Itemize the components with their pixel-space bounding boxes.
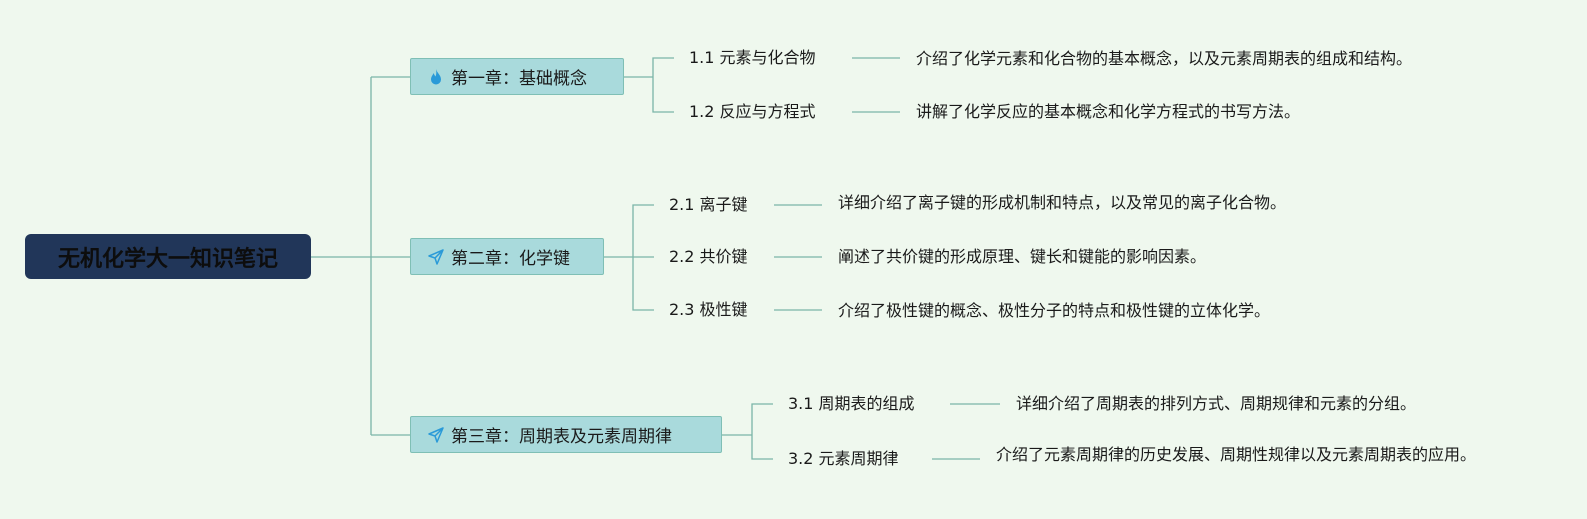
section-label: 1.1 元素与化合物: [689, 48, 816, 67]
root-node[interactable]: 无机化学大一知识笔记: [25, 234, 311, 279]
chapter-2-title: 第二章：化学键: [451, 249, 570, 269]
chapter-1-node[interactable]: 第一章：基础概念: [410, 58, 624, 95]
section-3-2-desc: 介绍了元素周期律的历史发展、周期性规律以及元素周期表的应用。: [996, 445, 1477, 464]
chapter-1-title: 第一章：基础概念: [451, 69, 587, 89]
section-2-2[interactable]: 2.2 共价键: [669, 247, 748, 267]
section-label: 3.1 周期表的组成: [788, 394, 915, 413]
fire-icon: [427, 68, 445, 86]
section-1-2-desc: 讲解了化学反应的基本概念和化学方程式的书写方法。: [916, 102, 1301, 121]
section-1-1-desc: 介绍了化学元素和化合物的基本概念，以及元素周期表的组成和结构。: [916, 49, 1413, 68]
section-1-2[interactable]: 1.2 反应与方程式: [689, 102, 816, 122]
section-1-1[interactable]: 1.1 元素与化合物: [689, 48, 816, 68]
paper-plane-icon: [427, 426, 445, 444]
section-2-1[interactable]: 2.1 离子键: [669, 195, 748, 215]
section-label: 2.3 极性键: [669, 300, 748, 319]
chapter-3-title: 第三章：周期表及元素周期律: [451, 427, 672, 447]
section-label: 2.1 离子键: [669, 195, 748, 214]
section-2-1-desc: 详细介绍了离子键的形成机制和特点，以及常见的离子化合物。: [838, 193, 1287, 212]
paper-plane-icon: [427, 248, 445, 266]
section-label: 3.2 元素周期律: [788, 449, 899, 468]
section-3-2[interactable]: 3.2 元素周期律: [788, 449, 899, 469]
section-2-2-desc: 阐述了共价键的形成原理、键长和键能的影响因素。: [838, 247, 1207, 266]
section-3-1-desc: 详细介绍了周期表的排列方式、周期规律和元素的分组。: [1016, 394, 1417, 413]
section-3-1[interactable]: 3.1 周期表的组成: [788, 394, 915, 414]
section-label: 2.2 共价键: [669, 247, 748, 266]
section-label: 1.2 反应与方程式: [689, 102, 816, 121]
root-title: 无机化学大一知识笔记: [57, 246, 278, 272]
chapter-3-node[interactable]: 第三章：周期表及元素周期律: [410, 416, 722, 453]
section-2-3[interactable]: 2.3 极性键: [669, 300, 748, 320]
section-2-3-desc: 介绍了极性键的概念、极性分子的特点和极性键的立体化学。: [838, 301, 1271, 320]
chapter-2-node[interactable]: 第二章：化学键: [410, 238, 604, 275]
